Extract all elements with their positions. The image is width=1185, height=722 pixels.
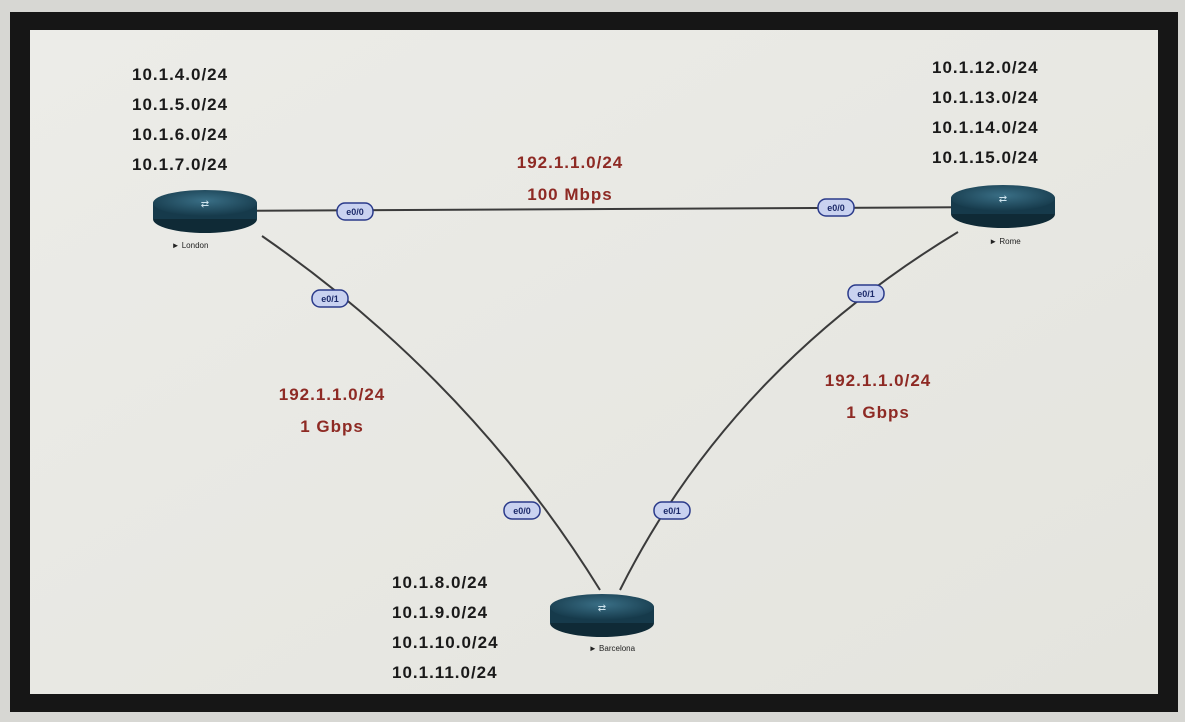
link-london-barcelona-speed: 1 Gbps xyxy=(300,417,364,436)
link-rome-barcelona-speed: 1 Gbps xyxy=(846,403,910,422)
router-arrows-icon: ⇄ xyxy=(598,603,606,614)
svg-text:e0/0: e0/0 xyxy=(513,506,531,516)
subnet-item: 10.1.5.0/24 xyxy=(132,95,228,114)
port-london-e0-1[interactable]: e0/1 xyxy=(311,289,349,308)
port-london-e0-0[interactable]: e0/0 xyxy=(336,202,374,221)
router-rome-top xyxy=(951,185,1055,211)
subnet-item: 10.1.15.0/24 xyxy=(932,148,1039,167)
link-london-rome-network: 192.1.1.0/24 xyxy=(517,153,624,172)
subnet-item: 10.1.8.0/24 xyxy=(392,573,488,592)
subnet-item: 10.1.11.0/24 xyxy=(392,663,498,682)
port-rome-e0-0[interactable]: e0/0 xyxy=(817,198,855,217)
router-rome-label: ► Rome xyxy=(989,237,1021,246)
router-barcelona-label: ► Barcelona xyxy=(589,644,636,653)
router-barcelona-top xyxy=(550,594,654,620)
london-subnet-list: 10.1.4.0/24 10.1.5.0/24 10.1.6.0/24 10.1… xyxy=(132,65,228,174)
router-arrows-icon: ⇄ xyxy=(999,194,1007,205)
port-barcelona-e0-0[interactable]: e0/0 xyxy=(503,501,541,520)
link-london-barcelona-network: 192.1.1.0/24 xyxy=(279,385,386,404)
subnet-item: 10.1.13.0/24 xyxy=(932,88,1039,107)
link-london-barcelona xyxy=(261,235,601,591)
subnet-item: 10.1.10.0/24 xyxy=(392,633,499,652)
svg-text:e0/1: e0/1 xyxy=(321,294,339,304)
link-rome-barcelona xyxy=(619,231,959,591)
subnet-item: 10.1.4.0/24 xyxy=(132,65,228,84)
subnet-item: 10.1.6.0/24 xyxy=(132,125,228,144)
svg-text:e0/1: e0/1 xyxy=(857,289,875,299)
link-rome-barcelona-network: 192.1.1.0/24 xyxy=(825,371,932,390)
port-barcelona-e0-1[interactable]: e0/1 xyxy=(653,501,691,520)
router-london-top xyxy=(153,190,257,216)
router-barcelona[interactable]: ⇄ ► Barcelona xyxy=(550,594,654,653)
rome-subnet-list: 10.1.12.0/24 10.1.13.0/24 10.1.14.0/24 1… xyxy=(932,58,1039,167)
link-london-rome-speed: 100 Mbps xyxy=(527,185,612,204)
router-rome[interactable]: ⇄ ► Rome xyxy=(951,185,1055,246)
port-rome-e0-1[interactable]: e0/1 xyxy=(847,284,885,303)
subnet-item: 10.1.12.0/24 xyxy=(932,58,1039,77)
router-arrows-icon: ⇄ xyxy=(201,199,209,210)
subnet-item: 10.1.7.0/24 xyxy=(132,155,228,174)
barcelona-subnet-list: 10.1.8.0/24 10.1.9.0/24 10.1.10.0/24 10.… xyxy=(392,573,499,682)
svg-text:e0/0: e0/0 xyxy=(346,207,364,217)
subnet-item: 10.1.14.0/24 xyxy=(932,118,1039,137)
canvas-background xyxy=(30,30,1158,694)
svg-text:e0/1: e0/1 xyxy=(663,506,681,516)
svg-text:e0/0: e0/0 xyxy=(827,203,845,213)
router-london[interactable]: ⇄ ► London xyxy=(153,190,257,250)
router-london-label: ► London xyxy=(172,241,209,250)
subnet-item: 10.1.9.0/24 xyxy=(392,603,488,622)
